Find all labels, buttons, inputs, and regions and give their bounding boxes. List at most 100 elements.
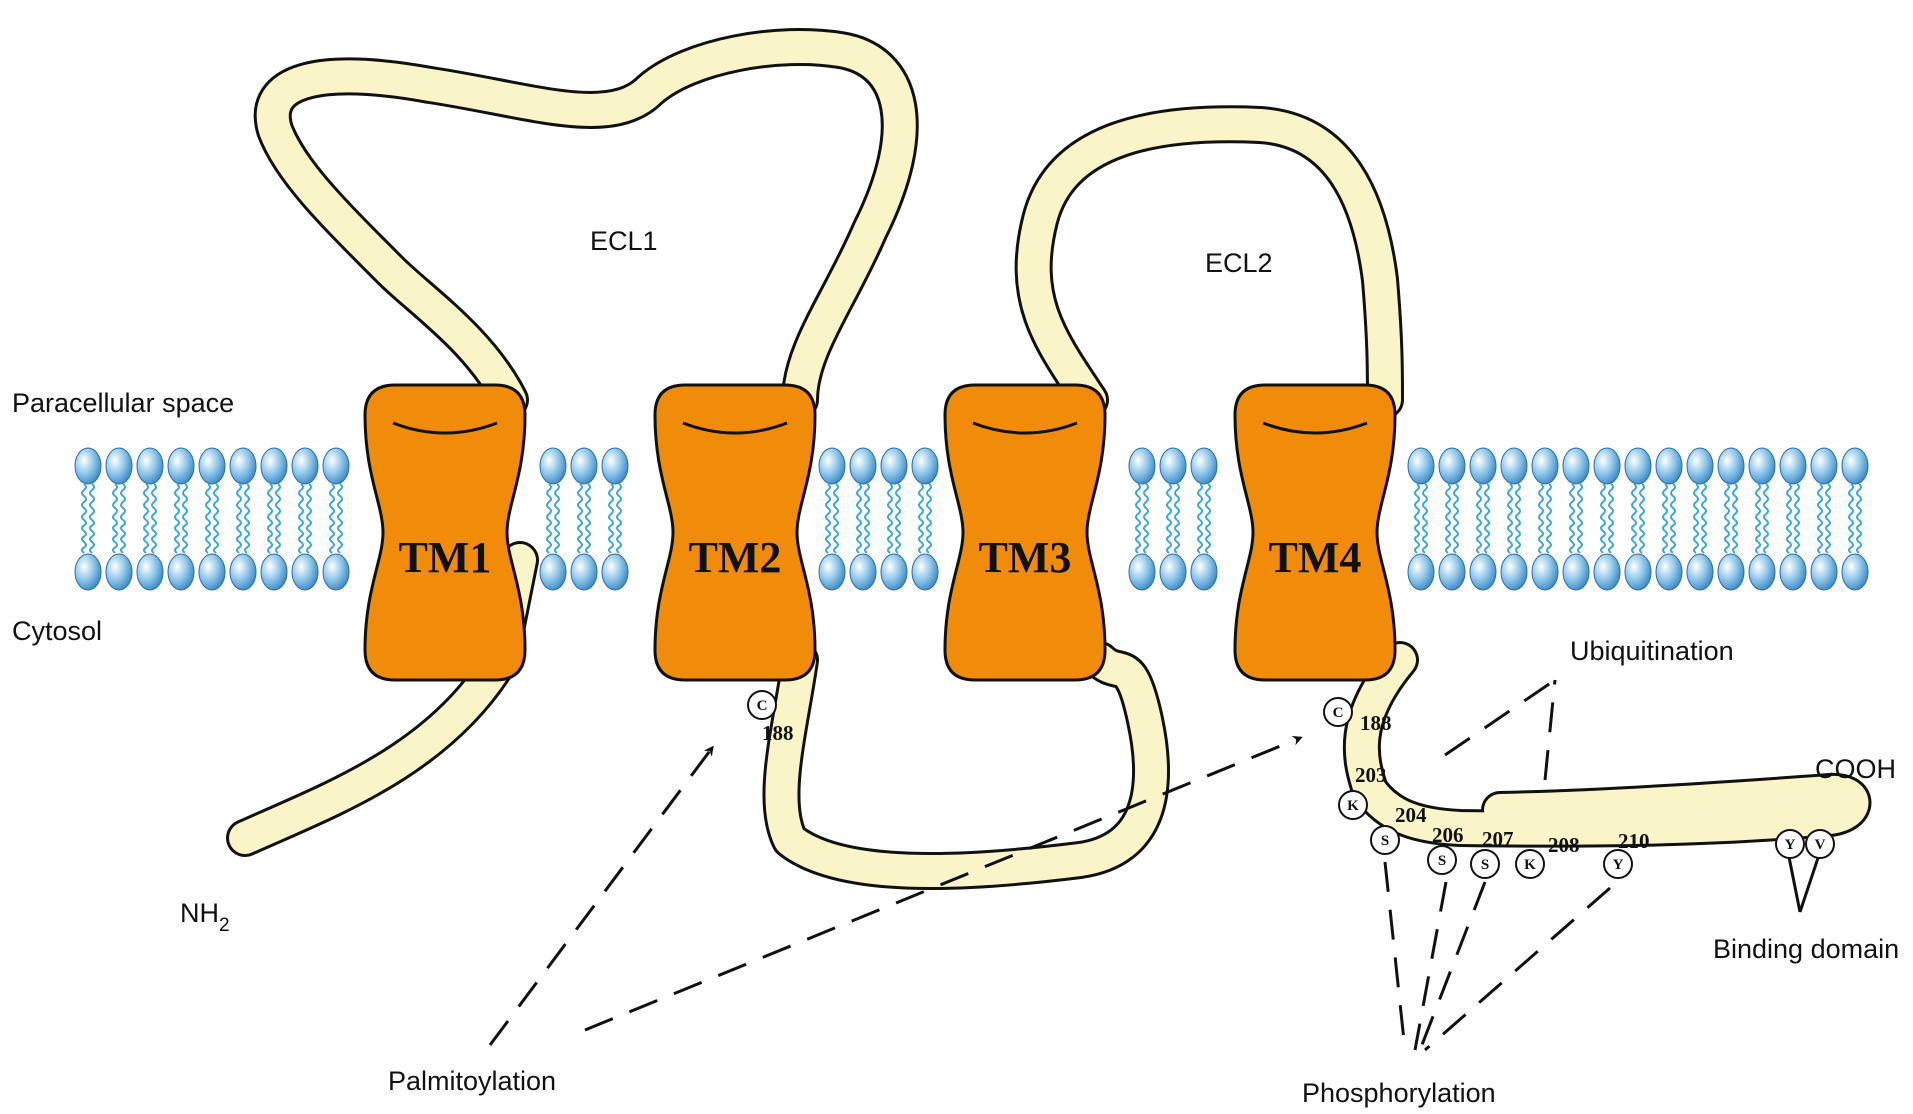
lipid-head-bottom [1500,553,1528,591]
lipid-tail-bottom [856,519,862,554]
lipid-tail-bottom [267,519,273,554]
lipid-head-bottom [1686,553,1714,591]
lipid-head-bottom [74,553,102,591]
lipid-molecule [880,447,908,591]
lipid-molecule [1593,447,1621,591]
phosphorylation-line-4 [1424,886,1611,1052]
lipid-tail-top [182,483,188,521]
lipid-tail-bottom [151,519,157,554]
lipid-tail-bottom [1670,519,1676,554]
lipid-tail-top [546,483,552,521]
residue-circle [1775,829,1805,859]
lipid-tail-top [1174,483,1180,521]
lipid-tail-bottom [1662,519,1668,554]
lipid-head-top [74,447,102,485]
residue-number-206: 206 [1432,823,1464,847]
residue-circle [747,690,777,720]
lipid-bilayer [74,447,1869,591]
lipid-molecule [1562,447,1590,591]
phosphorylation-line-2 [1413,881,1448,1051]
residue-circle [1370,825,1400,855]
lipid-head-top [1841,447,1869,485]
nh2-label: NH2 [180,898,230,936]
lipid-tail-top [112,483,118,521]
lipid-tail-bottom [1453,519,1459,554]
residue-letter: S [1481,857,1489,873]
lipid-molecule [1438,447,1466,591]
lipid-molecule [291,447,319,591]
lipid-molecule [539,447,567,591]
lipid-head-top [1407,447,1435,485]
lipid-tail-bottom [608,519,614,554]
lipid-head-bottom [136,553,164,591]
lipid-tail-top [120,483,126,521]
lipid-head-top [849,447,877,485]
lipid-tail-bottom [1856,519,1862,554]
lipid-tail-bottom [1724,519,1730,554]
lipid-head-bottom [105,553,133,591]
lipid-tail-top [926,483,932,521]
lipid-tail-bottom [1414,519,1420,554]
residue-s204: S [1370,825,1400,855]
binding-domain-label: Binding domain [1713,934,1899,964]
lipid-molecule [1190,447,1218,591]
lipid-molecule [1531,447,1559,591]
lipid-tail-bottom [1701,519,1707,554]
annotation-lines [488,678,1822,1052]
lipid-head-bottom [1593,553,1621,591]
lipid-head-top [1655,447,1683,485]
lipid-tail-top [306,483,312,521]
backbone-fill [229,30,1869,888]
lipid-head-top [539,447,567,485]
lipid-tail-bottom [1608,519,1614,554]
lipid-tail-bottom [1600,519,1606,554]
lipid-tail-top [143,483,149,521]
lipid-tail-top [1639,483,1645,521]
residue-letter: C [1333,705,1344,721]
lipid-tail-top [616,483,622,521]
residue-k208: K [1515,849,1545,879]
lipid-tail-bottom [918,519,924,554]
residue-number-204: 204 [1395,803,1427,827]
lipid-tail-bottom [1732,519,1738,554]
lipid-tail-top [1817,483,1823,521]
lipid-tail-bottom [174,519,180,554]
lipid-tail-top [1569,483,1575,521]
lipid-tail-top [267,483,273,521]
residue-s206: S [1427,845,1457,875]
lipid-molecule [74,447,102,591]
lipid-molecule [601,447,629,591]
lipid-tail-top [856,483,862,521]
lipid-head-bottom [1717,553,1745,591]
lipid-tail-top [918,483,924,521]
residue-circle [1427,845,1457,875]
lipid-head-top [1500,447,1528,485]
lipid-tail-bottom [1755,519,1761,554]
lipid-head-bottom [880,553,908,591]
helix-tm2: TM2 [653,383,817,682]
lipid-molecule [1128,447,1156,591]
lipid-tail-bottom [205,519,211,554]
helix-top-curve [1262,421,1368,435]
ecl1-label: ECL1 [590,226,658,256]
residue-number-208: 208 [1548,833,1580,857]
lipid-tail-top [1476,483,1482,521]
lipid-head-top [818,447,846,485]
lipid-tail-bottom [1639,519,1645,554]
lipid-tail-bottom [1143,519,1149,554]
residue-number-tm2-188: 188 [762,721,794,745]
lipid-head-bottom [260,553,288,591]
lipid-head-bottom [570,553,598,591]
lipid-tail-top [1825,483,1831,521]
residue-numbers: 188 188 203 204 206 207 208 210 [762,711,1650,857]
lipid-tail-top [833,483,839,521]
lipid-tail-top [1786,483,1792,521]
lipid-head-bottom [1438,553,1466,591]
lipid-head-top [105,447,133,485]
lipid-tail-top [1453,483,1459,521]
lipid-tail-top [151,483,157,521]
lipid-head-bottom [1190,553,1218,591]
helix-label: TM4 [1269,533,1362,582]
